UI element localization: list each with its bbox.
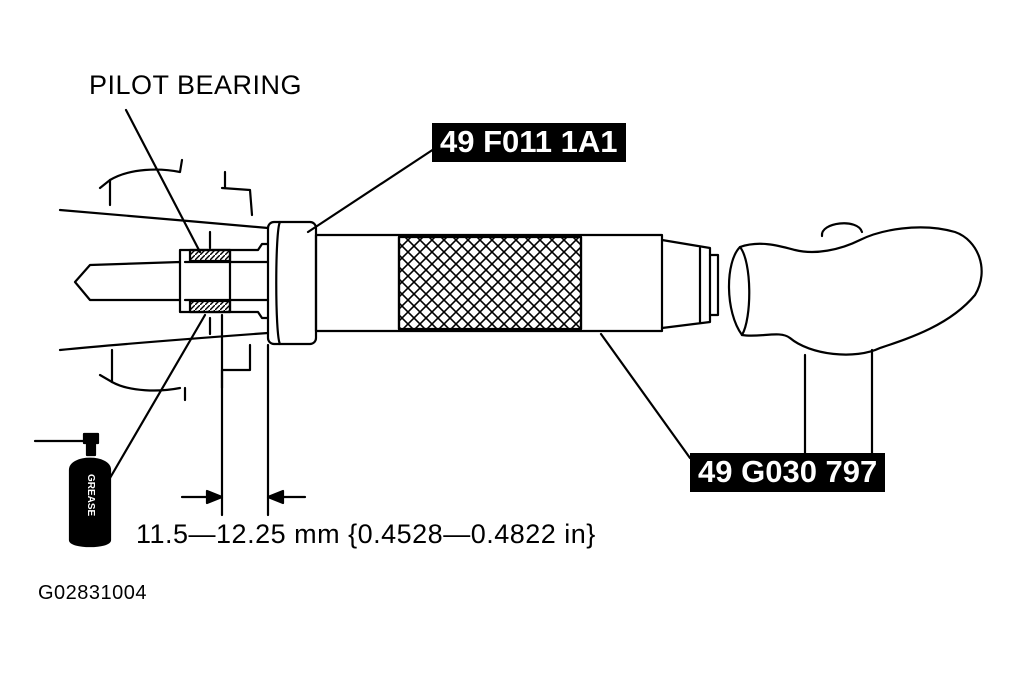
tag-handle-tool: 49 G030 797 <box>690 453 886 492</box>
grease-can-illustration <box>33 432 112 548</box>
installer-tool <box>266 220 720 346</box>
leader-lines <box>108 108 692 480</box>
hammer <box>727 222 983 467</box>
pilot-bearing-assembly <box>73 242 270 320</box>
crankshaft-housing <box>58 158 270 402</box>
grease-can-label: GREASE <box>85 474 96 517</box>
dimension-lines <box>180 313 307 517</box>
figure-id: G02831004 <box>38 582 148 604</box>
dimension-text: 11.5—12.25 mm {0.4528—0.4822 in} <box>136 519 596 549</box>
label-pilot-bearing: PILOT BEARING <box>89 70 303 100</box>
tag-installer-tool: 49 F011 1A1 <box>432 123 626 162</box>
